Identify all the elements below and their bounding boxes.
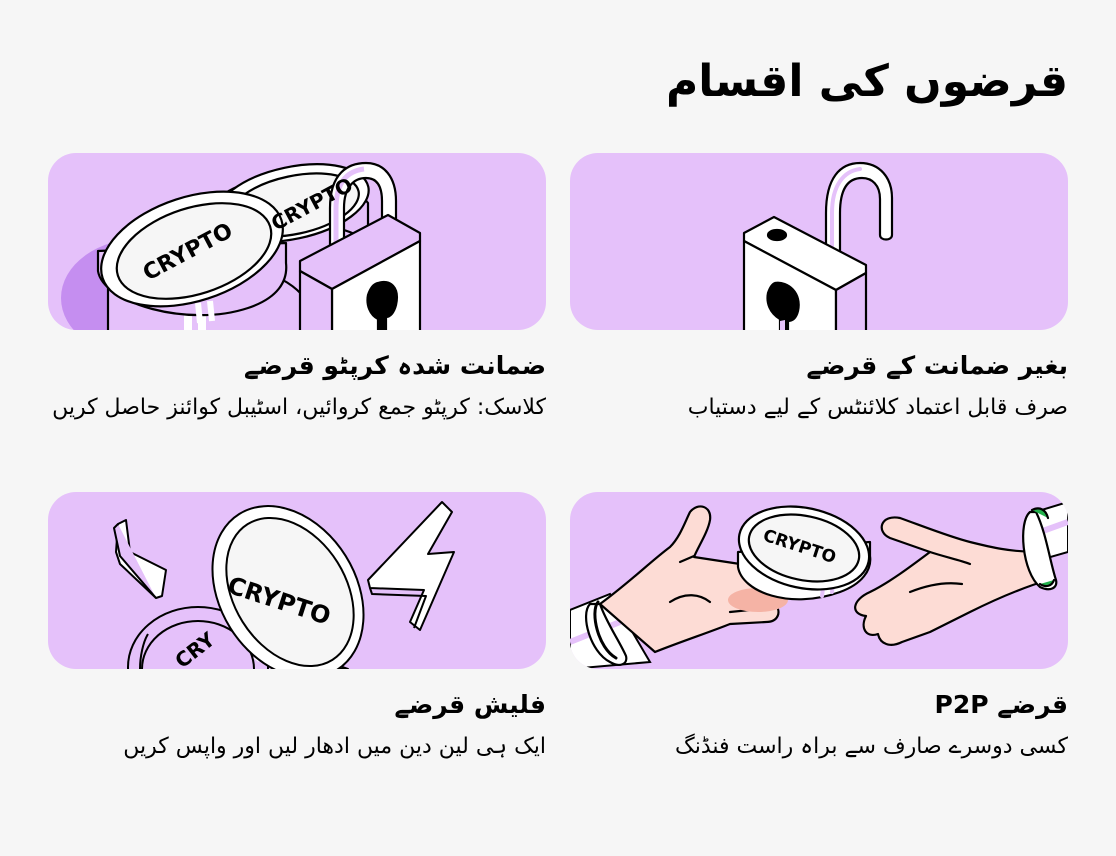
card-title: بغیر ضمانت کے قرضے	[806, 351, 1068, 380]
card-title: ضمانت شدہ کرپٹو قرضے	[243, 351, 546, 380]
hands-passing-coin-icon: CRYPTO	[570, 500, 1068, 669]
card-description: ایک ہی لین دین میں ادھار لیں اور واپس کر…	[123, 734, 546, 759]
card-secured-crypto-loans: CRYPTO CRYPTO ضمانت شدہ کرپٹو قرضے کلاسک…	[48, 153, 546, 424]
card-p2p-loans: CRYPTO قرضے P2P کسی دوسرے صارف سے براہ ر…	[570, 492, 1068, 763]
card-title: فلیش قرضے	[394, 690, 546, 719]
card-unsecured-loans: بغیر ضمانت کے قرضے صرف قابل اعتماد کلائن…	[570, 153, 1068, 424]
illustration-panel	[570, 153, 1068, 330]
illustration-panel: CRYPTO CRYPTO	[48, 153, 546, 330]
coin-lightning-icon: CRYPTO CRY	[113, 501, 455, 669]
card-flash-loans: CRYPTO CRY فلیش قرضے ایک ہی لین دین میں …	[48, 492, 546, 763]
card-title: قرضے P2P	[934, 690, 1068, 719]
open-padlock-icon	[742, 161, 894, 330]
card-description: صرف قابل اعتماد کلائنٹس کے لیے دستیاب	[687, 395, 1068, 420]
card-description: کلاسک: کرپٹو جمع کروائیں، اسٹیبل کوائنز …	[52, 395, 546, 420]
crypto-coins-padlock-icon: CRYPTO CRYPTO	[61, 161, 422, 330]
card-description: کسی دوسرے صارف سے براہ راست فنڈنگ	[675, 734, 1068, 759]
page-title: قرضوں کی اقسام	[665, 56, 1068, 107]
illustration-panel: CRYPTO	[570, 492, 1068, 669]
illustration-panel: CRYPTO CRY	[48, 492, 546, 669]
